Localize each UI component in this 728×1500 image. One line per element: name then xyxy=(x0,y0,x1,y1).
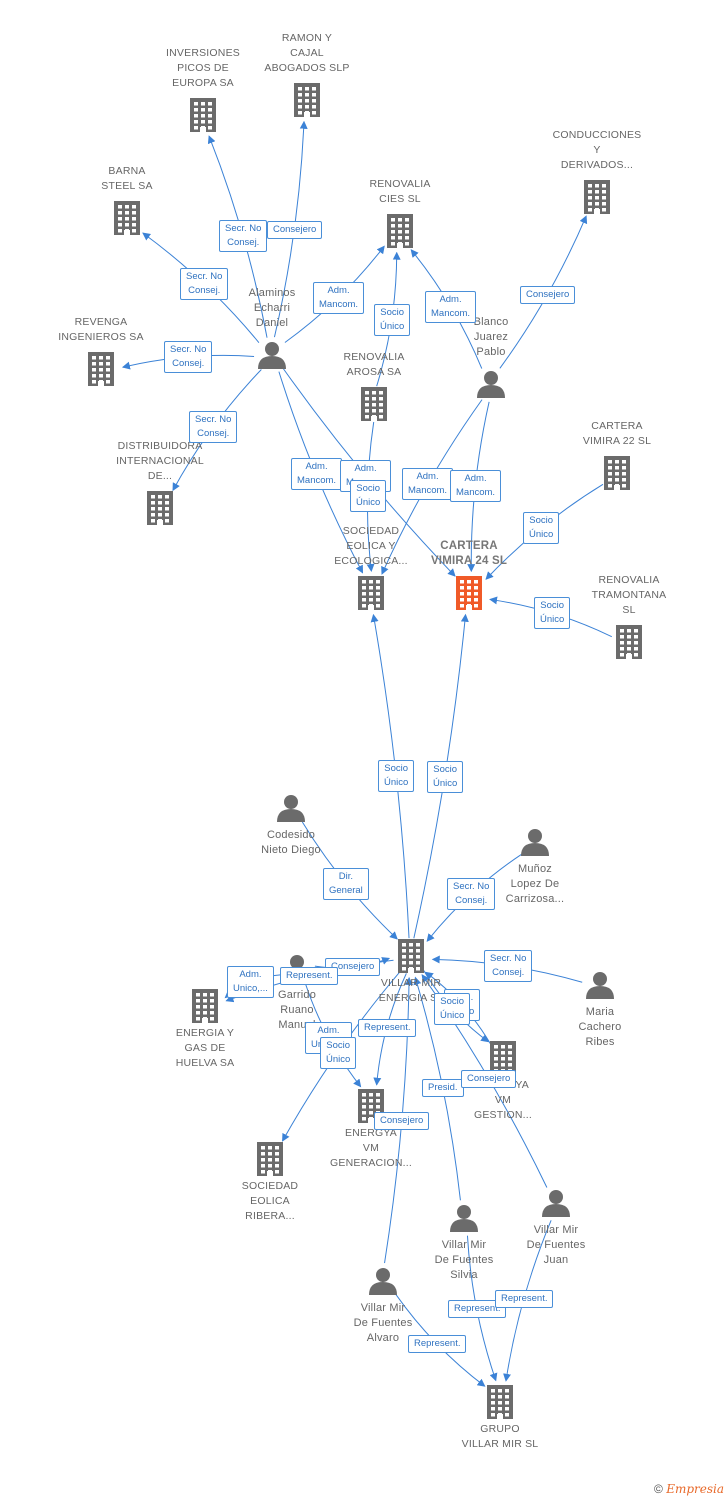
edge-label[interactable]: Represent. xyxy=(448,1300,507,1318)
building-icon[interactable] xyxy=(88,352,114,386)
edge-label[interactable]: Presid. xyxy=(422,1079,464,1097)
node-label-codesido[interactable]: Codesido Nieto Diego xyxy=(261,829,321,856)
node-label-alvaro[interactable]: Villar Mir De Fuentes Alvaro xyxy=(353,1302,413,1344)
building-icon[interactable] xyxy=(616,625,642,659)
node-label-energya-gen[interactable]: ENERGYA VM GENERACION... xyxy=(330,1127,412,1169)
edge-label[interactable]: Secr. No Consej. xyxy=(447,878,496,910)
building-icon[interactable] xyxy=(387,214,413,248)
edge-label[interactable]: Socio Único xyxy=(523,512,560,544)
edge-label[interactable]: Adm. Mancom. xyxy=(425,291,477,323)
node-label-cartera22[interactable]: CARTERA VIMIRA 22 SL xyxy=(582,420,652,447)
edge-label[interactable]: Represent. xyxy=(280,967,339,985)
building-icon[interactable] xyxy=(190,98,216,132)
edge-label[interactable]: Adm. Mancom. xyxy=(313,282,365,314)
node-label-sociedad-eolica[interactable]: SOCIEDAD EOLICA Y ECOLOGICA... xyxy=(334,525,408,567)
edge-label[interactable]: Consejero xyxy=(520,286,576,304)
node-label-renov-arosa[interactable]: RENOVALIA AROSA SA xyxy=(343,351,405,378)
building-icon[interactable] xyxy=(358,576,384,610)
building-icon[interactable] xyxy=(490,1041,516,1075)
node-label-revenga[interactable]: REVENGA INGENIEROS SA xyxy=(58,316,144,343)
footer: © Empresia xyxy=(654,1482,724,1496)
person-icon[interactable] xyxy=(477,371,505,398)
person-icon[interactable] xyxy=(521,829,549,856)
node-label-inversiones[interactable]: INVERSIONES PICOS DE EUROPA SA xyxy=(166,47,240,89)
node-label-garrido[interactable]: Garrido Ruano Manuel xyxy=(277,989,317,1031)
edge-label[interactable]: Represent. xyxy=(408,1335,467,1353)
edge-label[interactable]: Secr. No Consej. xyxy=(484,950,533,982)
edge-label[interactable]: Consejero xyxy=(374,1112,430,1130)
building-icon[interactable] xyxy=(584,180,610,214)
node-label-sociedad-ribera[interactable]: SOCIEDAD EOLICA RIBERA... xyxy=(241,1180,299,1222)
node-label-barna[interactable]: BARNA STEEL SA xyxy=(101,165,153,192)
edge-label[interactable]: Adm. Mancom. xyxy=(291,458,343,490)
person-icon[interactable] xyxy=(277,795,305,822)
edges-layer xyxy=(121,120,613,1387)
building-icon[interactable] xyxy=(147,491,173,525)
edge-label[interactable]: Secr. No Consej. xyxy=(219,220,268,252)
edge-label[interactable]: Socio Único xyxy=(378,760,415,792)
brand-logo[interactable]: Empresia xyxy=(666,1482,724,1496)
edge-label[interactable]: Adm. Mancom. xyxy=(450,470,502,502)
node-label-silvia[interactable]: Villar Mir De Fuentes Silvia xyxy=(434,1239,494,1281)
copyright-symbol: © xyxy=(654,1482,663,1496)
edge-label[interactable]: Represent. xyxy=(358,1019,417,1037)
edge-label[interactable]: Dir. General xyxy=(323,868,369,900)
node-label-grupo[interactable]: GRUPO VILLAR MIR SL xyxy=(461,1423,539,1450)
edge-label[interactable]: Socio Único xyxy=(374,304,411,336)
building-icon[interactable] xyxy=(487,1385,513,1419)
edge-label[interactable]: Secr. No Consej. xyxy=(180,268,229,300)
edge-label[interactable]: Consejero xyxy=(461,1070,517,1088)
person-icon[interactable] xyxy=(369,1268,397,1295)
node-label-blanco[interactable]: Blanco Juarez Pablo xyxy=(473,316,509,358)
edge-label[interactable]: Socio Único xyxy=(427,761,464,793)
icons-layer xyxy=(88,83,642,1419)
node-label-energia-gas[interactable]: ENERGIA Y GAS DE HUELVA SA xyxy=(175,1027,235,1069)
edge-label[interactable]: Consejero xyxy=(267,221,323,239)
person-icon[interactable] xyxy=(586,972,614,999)
edge-label[interactable]: Socio Único xyxy=(434,993,471,1025)
edge-label[interactable]: Socio Único xyxy=(350,480,387,512)
edge-label[interactable]: Socio Único xyxy=(534,597,571,629)
building-icon[interactable] xyxy=(456,576,482,610)
edge-label[interactable]: Adm. Unico,... xyxy=(227,966,274,998)
node-label-renov-cies[interactable]: RENOVALIA CIES SL xyxy=(369,178,431,205)
node-label-alaminos[interactable]: Alaminos Echarri Daniel xyxy=(248,287,296,329)
person-icon[interactable] xyxy=(258,342,286,369)
person-icon[interactable] xyxy=(450,1205,478,1232)
building-icon[interactable] xyxy=(604,456,630,490)
node-label-maria[interactable]: Maria Cachero Ribes xyxy=(578,1006,622,1048)
edge-label[interactable]: Secr. No Consej. xyxy=(189,411,238,443)
node-label-juan[interactable]: Villar Mir De Fuentes Juan xyxy=(526,1224,586,1266)
node-label-conducciones[interactable]: CONDUCCIONES Y DERIVADOS... xyxy=(552,129,642,171)
building-icon[interactable] xyxy=(398,939,424,973)
node-label-distribuidora[interactable]: DISTRIBUIDORA INTERNACIONAL DE... xyxy=(116,440,204,482)
building-icon[interactable] xyxy=(192,989,218,1023)
edge-label[interactable]: Socio Único xyxy=(320,1037,357,1069)
edge-label[interactable]: Represent. xyxy=(495,1290,554,1308)
building-icon[interactable] xyxy=(114,201,140,235)
node-label-munoz[interactable]: Muñoz Lopez De Carrizosa... xyxy=(505,863,565,905)
edge-label[interactable]: Secr. No Consej. xyxy=(164,341,213,373)
edge-label[interactable]: Adm. Mancom. xyxy=(402,468,454,500)
building-icon[interactable] xyxy=(257,1142,283,1176)
building-icon[interactable] xyxy=(294,83,320,117)
node-label-renov-tramontana[interactable]: RENOVALIA TRAMONTANA SL xyxy=(591,574,667,616)
node-label-ramon[interactable]: RAMON Y CAJAL ABOGADOS SLP xyxy=(264,32,350,74)
person-icon[interactable] xyxy=(542,1190,570,1217)
node-label-cartera24[interactable]: CARTERA VIMIRA 24 SL xyxy=(430,540,508,567)
building-icon[interactable] xyxy=(361,387,387,421)
